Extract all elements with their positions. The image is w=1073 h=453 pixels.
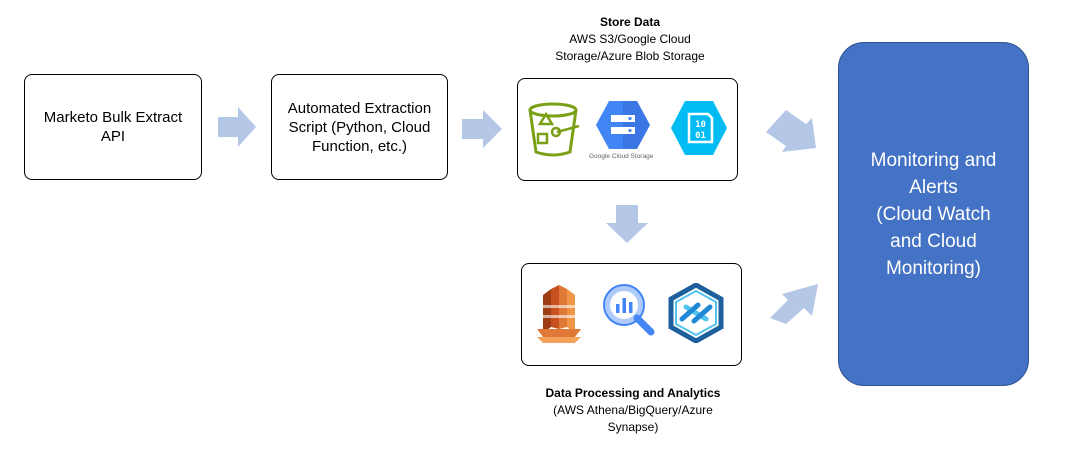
monitoring-alerts-box: Monitoring and Alerts (Cloud Watch and C… [838,42,1029,386]
azure-synapse-icon [668,283,724,343]
google-cloud-storage-icon [596,101,650,149]
data-processing-line2: Synapse) [607,420,659,434]
aws-s3-icon [528,102,580,157]
aws-athena-icon [537,285,581,343]
arrow-right-1 [218,107,256,147]
store-data-title: Store Data [599,15,661,29]
data-processing-line1: (AWS Athena/BigQuery/Azure [553,403,713,417]
extraction-script-label: Automated Extraction Script (Python, Clo… [287,99,432,155]
svg-text:01: 01 [695,131,706,141]
store-data-line1: AWS S3/Google Cloud [569,32,691,46]
arrow-store-to-monitoring [766,110,816,152]
marketo-api-box: Marketo Bulk Extract API [24,74,202,180]
arrow-down [606,205,648,243]
marketo-api-label: Marketo Bulk Extract API [43,109,183,145]
store-data-caption: Store Data AWS S3/Google Cloud Storage/A… [520,14,740,65]
store-data-line2: Storage/Azure Blob Storage [555,49,705,63]
svg-text:10: 10 [695,120,706,130]
google-cloud-storage-label: Google Cloud Storage [589,153,654,160]
data-processing-caption: Data Processing and Analytics (AWS Athen… [518,385,748,436]
bigquery-icon [603,284,655,336]
arrow-right-2 [462,110,502,148]
azure-blob-storage-icon: 10 01 [671,101,727,155]
data-processing-title: Data Processing and Analytics [545,386,721,400]
arrow-processing-to-monitoring [770,284,818,324]
monitoring-alerts-label: Monitoring and Alerts (Cloud Watch and C… [870,149,997,279]
extraction-script-box: Automated Extraction Script (Python, Clo… [271,74,448,180]
